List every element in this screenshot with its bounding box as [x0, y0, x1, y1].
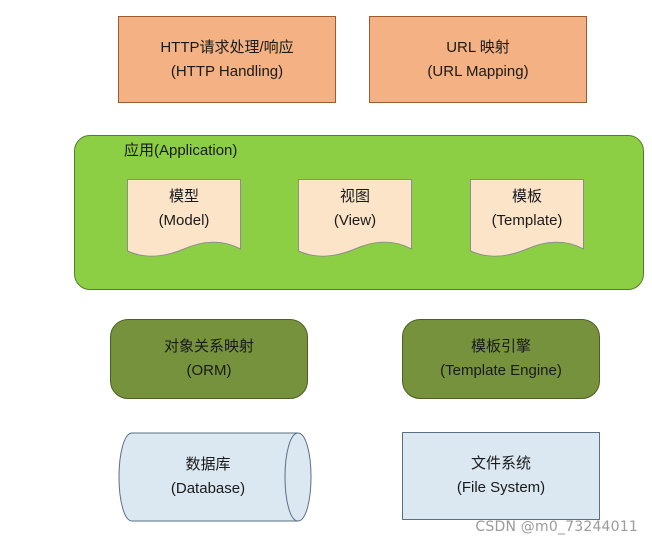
url-mapping-subtitle: (URL Mapping): [427, 62, 529, 80]
orm-subtitle: (ORM): [186, 362, 232, 379]
url-mapping-title: URL 映射: [446, 38, 510, 56]
template-engine-title: 模板引擎: [470, 338, 531, 355]
file-system-title: 文件系统: [470, 455, 531, 472]
application-label: 应用(Application): [124, 142, 238, 159]
view-title: 视图: [339, 188, 370, 205]
model-document: 模型 (Model): [127, 179, 241, 259]
url-mapping-box: URL 映射 (URL Mapping): [369, 16, 587, 103]
orm-title: 对象关系映射: [163, 338, 254, 355]
template-engine-box: 模板引擎 (Template Engine): [402, 319, 600, 399]
view-subtitle: (View): [333, 212, 377, 229]
model-title: 模型: [168, 188, 199, 205]
template-title: 模板: [511, 188, 542, 205]
http-handling-title: HTTP请求处理/响应: [160, 38, 294, 56]
document-shape-icon: [127, 179, 241, 257]
template-engine-subtitle: (Template Engine): [440, 362, 562, 379]
model-subtitle: (Model): [158, 212, 210, 229]
template-subtitle: (Template): [491, 212, 563, 229]
document-shape-icon: [298, 179, 412, 257]
database-cylinder: 数据库 (Database): [118, 432, 312, 522]
view-document: 视图 (View): [298, 179, 412, 259]
orm-box: 对象关系映射 (ORM): [110, 319, 308, 399]
http-handling-subtitle: (HTTP Handling): [170, 62, 284, 80]
http-handling-box: HTTP请求处理/响应 (HTTP Handling): [118, 16, 336, 103]
document-shape-icon: [470, 179, 584, 257]
file-system-subtitle: (File System): [456, 479, 546, 496]
database-cylinder-icon: [118, 432, 312, 522]
database-subtitle: (Database): [170, 480, 246, 497]
database-title: 数据库: [185, 456, 231, 473]
csdn-watermark: CSDN @m0_73244011: [475, 519, 638, 535]
template-document: 模板 (Template): [470, 179, 584, 259]
file-system-box: 文件系统 (File System): [402, 432, 600, 520]
